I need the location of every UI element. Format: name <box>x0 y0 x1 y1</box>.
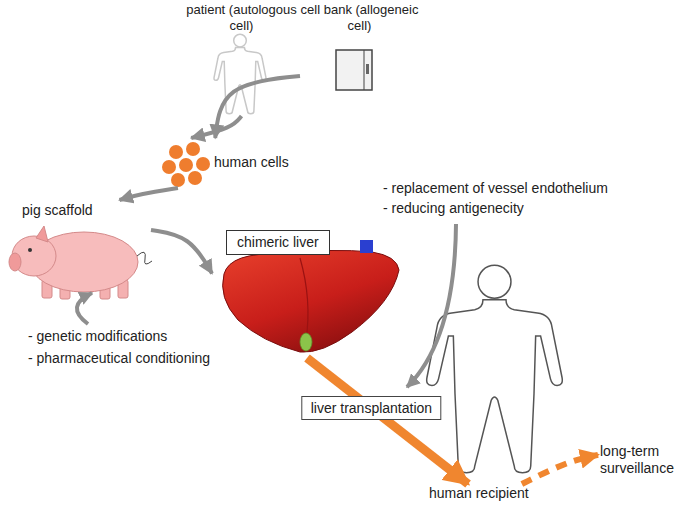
liver-lobe-line <box>300 258 308 340</box>
liver-shape <box>223 250 399 352</box>
cell-dot <box>171 173 185 187</box>
node-text: cell bank (allogeneic cell) <box>300 2 419 33</box>
cell-bank-node: cell bank (allogeneic cell) <box>300 0 419 95</box>
cell-dot <box>169 145 183 159</box>
pig-tail <box>137 252 152 264</box>
cell-bank-cabinet <box>336 50 372 90</box>
recipient-figure <box>427 265 563 472</box>
dashed-arrow <box>522 455 598 484</box>
gallbladder <box>300 333 312 351</box>
edge-label-box: liver transplantation <box>302 396 441 420</box>
pig-snout <box>9 253 21 271</box>
cell-dot <box>186 142 200 156</box>
liver-illustration <box>223 240 399 352</box>
flow-arrow <box>120 188 178 200</box>
transplant-arrow <box>307 358 468 484</box>
note-arrow <box>77 293 92 324</box>
human-cells-node: human cells <box>162 138 295 188</box>
recipient-node: human recipient <box>425 484 533 504</box>
pig-illustration <box>9 226 152 299</box>
node-text: patient (autologous cell) <box>182 2 301 33</box>
cabinet-door <box>364 50 365 90</box>
cell-dot <box>179 158 193 172</box>
note-text: - replacement of vessel endothelium <box>383 180 608 197</box>
patient-figure <box>214 34 266 113</box>
human-cells-dots <box>162 142 210 187</box>
flow-arrow <box>215 76 300 138</box>
patient-node: patient (autologous cell) <box>182 0 301 116</box>
chimeric-liver-node: chimeric liver <box>212 228 402 358</box>
node-text: human cells <box>214 154 295 171</box>
cell-dot <box>188 171 202 185</box>
cabinet-body <box>336 50 372 90</box>
note-text: - pharmaceutical conditioning <box>28 350 210 367</box>
liver-vessel <box>360 240 373 253</box>
note-arrow <box>407 224 456 387</box>
pig-scaffold-node: pig scaffold <box>8 200 151 300</box>
cell-dot <box>196 157 210 171</box>
pig-ear <box>36 226 48 242</box>
pig-eye <box>28 248 32 252</box>
note-text: - genetic modifications <box>28 328 167 345</box>
node-text: long-term surveillance <box>600 443 691 477</box>
flow-arrow <box>151 230 212 274</box>
node-text: pig scaffold <box>22 202 151 219</box>
boxed-title: chimeric liver <box>226 230 330 255</box>
cell-dot <box>162 160 176 174</box>
surveillance-node: long-term surveillance <box>598 442 693 479</box>
cabinet-handle <box>366 64 369 74</box>
note-text: - reducing antigenecity <box>383 200 524 217</box>
node-text: human recipient <box>429 485 529 502</box>
